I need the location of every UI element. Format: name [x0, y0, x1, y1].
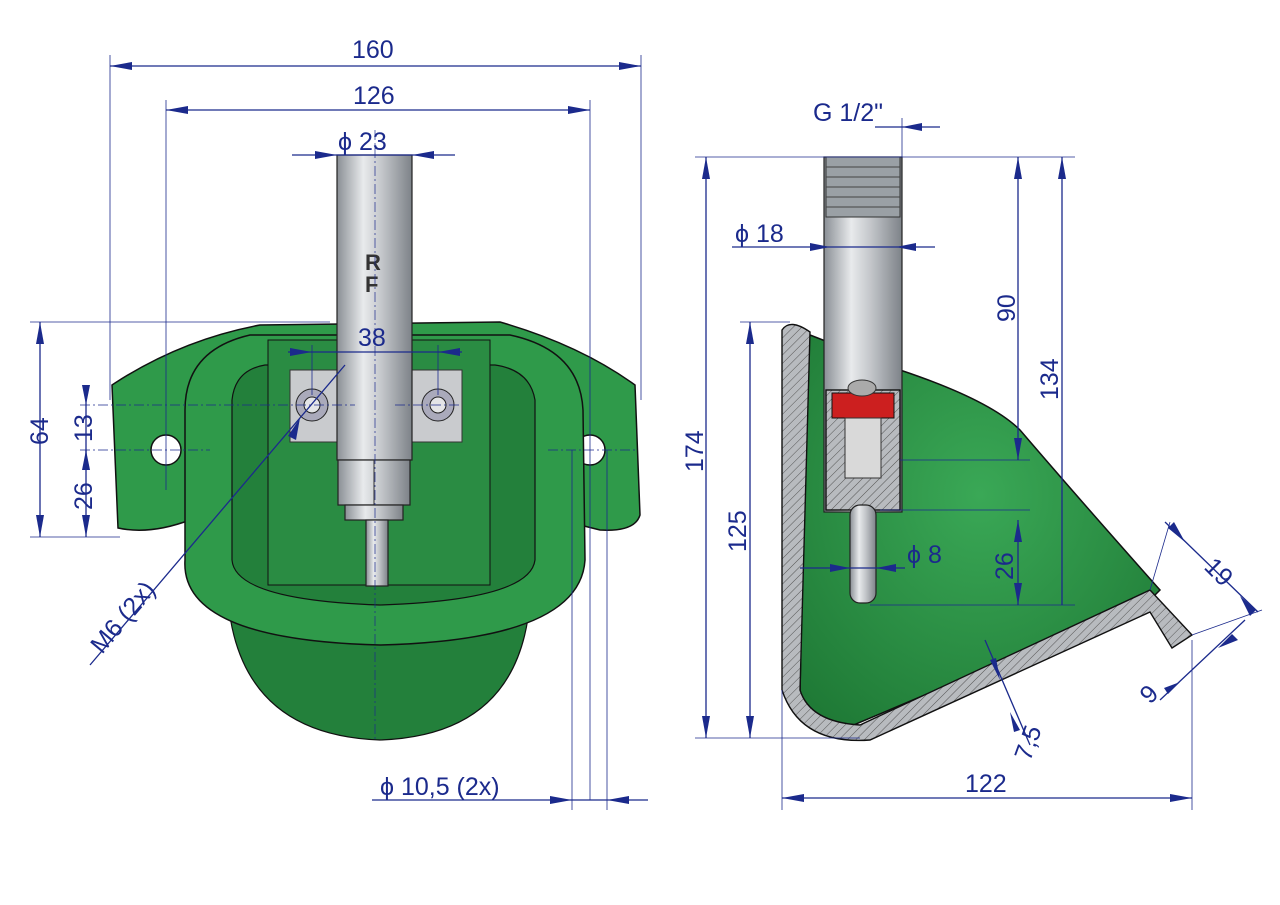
valve-body	[344, 504, 404, 521]
side-view: G 1/2" ϕ 18 90 134 26 ϕ 8 174 12	[681, 99, 1263, 810]
leader-m6	[89, 364, 346, 666]
front-view: R F 160 126 ϕ 23 38 64	[26, 36, 648, 810]
valve-spring	[844, 417, 882, 479]
dim-pipe-diameter: ϕ 23	[338, 128, 387, 156]
supply-pipe	[336, 154, 413, 461]
dim-lip-thickness: 9	[1134, 680, 1164, 710]
dim-hole-diameter: ϕ 10,5 (2x)	[380, 773, 500, 801]
dim-bolt-spacing: 38	[358, 324, 386, 352]
dim-valve-height: 134	[1036, 358, 1064, 400]
valve-seal-red	[831, 392, 895, 419]
dim-pin-diameter: ϕ 8	[907, 541, 942, 569]
valve-pin	[849, 504, 877, 604]
dim-bowl-height: 125	[724, 510, 752, 552]
valve-stem	[365, 519, 389, 587]
side-wall-section	[781, 323, 1194, 742]
dim-hole-spacing: 126	[353, 82, 395, 110]
pipe-marking-f: F	[365, 272, 378, 297]
dim-bolt-offset: 13	[70, 414, 98, 442]
dim-total-height: 174	[681, 430, 709, 472]
dim-overall-width: 160	[352, 36, 394, 64]
dim-pin-length: 26	[991, 552, 1019, 580]
dim-bolt-thread: M6 (2x)	[85, 576, 161, 659]
dim-pipe-length: 90	[993, 294, 1021, 322]
pipe-marking-r: R	[365, 250, 381, 275]
dim-thread: G 1/2"	[813, 99, 883, 127]
dim-inner-diameter: ϕ 18	[735, 220, 784, 248]
thread-lines	[826, 166, 900, 208]
dim-depth: 122	[965, 770, 1007, 798]
dim-hole-height: 26	[70, 482, 98, 510]
dim-height: 64	[26, 417, 54, 445]
dim-lip-width: 19	[1199, 552, 1238, 591]
valve-cap	[847, 379, 877, 397]
